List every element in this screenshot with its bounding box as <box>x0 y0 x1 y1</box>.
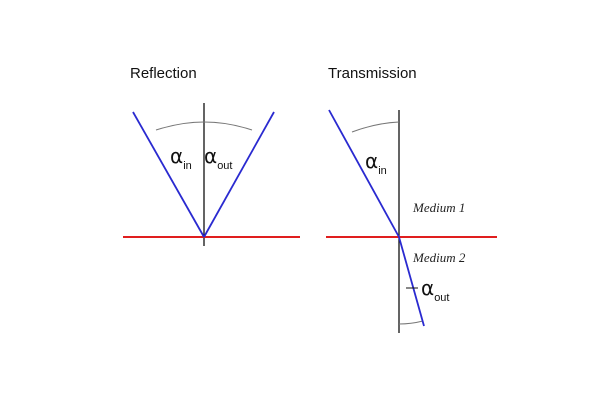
transmission-incident-ray <box>328 109 400 238</box>
transmission-alpha-out: αout <box>421 276 449 304</box>
transmission-refracted-ray <box>398 236 425 327</box>
reflection-arc-in <box>155 121 205 131</box>
medium-1-label: Medium 1 <box>412 200 465 215</box>
transmission-arc-in <box>351 121 400 133</box>
transmission-panel: Transmission αin αout Medium 1 Medium 2 <box>326 65 497 333</box>
reflection-incident-ray <box>132 111 205 238</box>
reflection-alpha-in: αin <box>170 144 192 172</box>
medium-2-label: Medium 2 <box>412 250 466 265</box>
reflection-arc-out <box>203 121 253 131</box>
transmission-alpha-in: αin <box>365 149 387 177</box>
reflection-title: Reflection <box>130 65 197 82</box>
reflection-alpha-out: αout <box>204 144 232 172</box>
transmission-title: Transmission <box>328 65 417 82</box>
transmission-arc-out <box>398 320 424 325</box>
reflection-reflected-ray <box>203 111 275 238</box>
reflection-panel: Reflection αin αout <box>123 65 300 246</box>
